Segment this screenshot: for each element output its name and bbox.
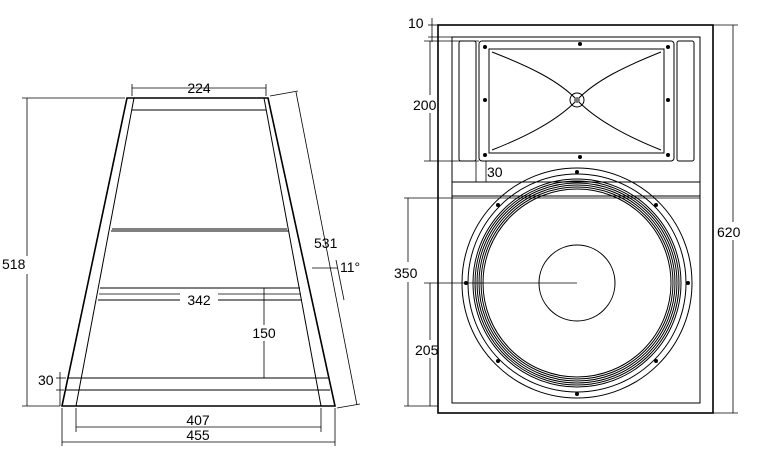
dim-total-height: 620 <box>717 224 741 240</box>
dim-base-thickness: 30 <box>38 372 54 388</box>
dim-shelf-height: 150 <box>252 325 276 341</box>
woofer-screws <box>464 170 690 396</box>
horn-screws <box>483 42 670 159</box>
left-vent <box>458 40 477 162</box>
dim-horn-gap: 30 <box>487 164 503 180</box>
side-view: 224 518 531 11° 342 150 30 407 <box>2 80 360 446</box>
right-vent <box>676 40 695 162</box>
horn-flange-outer <box>478 40 675 162</box>
dim-shelf-width: 342 <box>187 292 211 308</box>
horn-flange-inner <box>488 48 665 154</box>
dim-top-width: 224 <box>187 80 211 96</box>
front-view: 10 200 30 350 205 620 <box>394 15 741 414</box>
dim-inner-base: 407 <box>186 412 210 428</box>
dim-slant-line <box>295 91 358 406</box>
dim-woofer-center: 350 <box>394 265 418 281</box>
dim-angle: 11° <box>340 259 360 275</box>
side-inner-left <box>75 97 135 407</box>
side-inner-right <box>263 97 322 407</box>
side-outer-outline <box>61 97 336 407</box>
cabinet-outer <box>437 24 714 414</box>
dim-top-offset: 10 <box>408 15 424 31</box>
horn-throat <box>569 92 585 108</box>
dim-slant: 531 <box>314 235 338 251</box>
horn-curve-bottom <box>491 99 662 151</box>
dim-outer-base: 455 <box>186 427 210 443</box>
dim-woofer-lower: 205 <box>415 342 439 358</box>
dim-height: 518 <box>2 256 26 272</box>
dim-horn-height: 200 <box>413 97 437 113</box>
